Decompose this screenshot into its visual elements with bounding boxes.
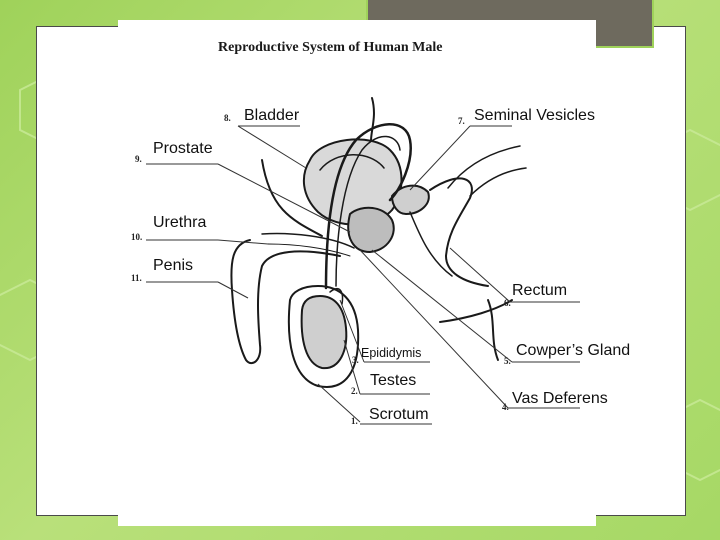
scrotum-shape [287,285,360,388]
label-number: 11. [131,273,142,283]
label-number: 6. [504,298,511,308]
label-number: 3. [352,355,359,365]
label-bladder: Bladder [244,107,300,124]
label-number: 7. [458,116,465,126]
label-penis: Penis [153,257,194,274]
label-urethra: Urethra [153,214,207,231]
label-epididymis: Epididymis [361,346,422,360]
label-prostate: Prostate [153,140,213,157]
label-number: 4. [502,402,509,412]
label-cowpers-gland: Cowper’s Gland [516,342,631,359]
penis-shape [230,239,341,365]
seminal-vesicle-shape [391,184,430,215]
diagram-title: Reproductive System of Human Male [218,40,443,55]
prostate-shape [347,206,395,253]
rectum-shape [429,177,489,287]
diagram-sheet [118,20,596,526]
testis-shape [300,295,348,370]
label-vas-deferens: Vas Deferens [512,390,608,407]
label-testes: Testes [370,372,417,389]
label-scrotum: Scrotum [369,406,429,423]
label-number: 2. [351,386,358,396]
label-rectum: Rectum [512,282,568,299]
label-number: 5. [504,356,511,366]
label-number: 9. [135,154,142,164]
label-number: 10. [131,232,143,242]
label-number: 8. [224,113,231,123]
vas-deferens-shape [324,123,412,290]
label-number: 1. [351,416,358,426]
label-seminal-vesicles: Seminal Vesicles [474,107,595,124]
